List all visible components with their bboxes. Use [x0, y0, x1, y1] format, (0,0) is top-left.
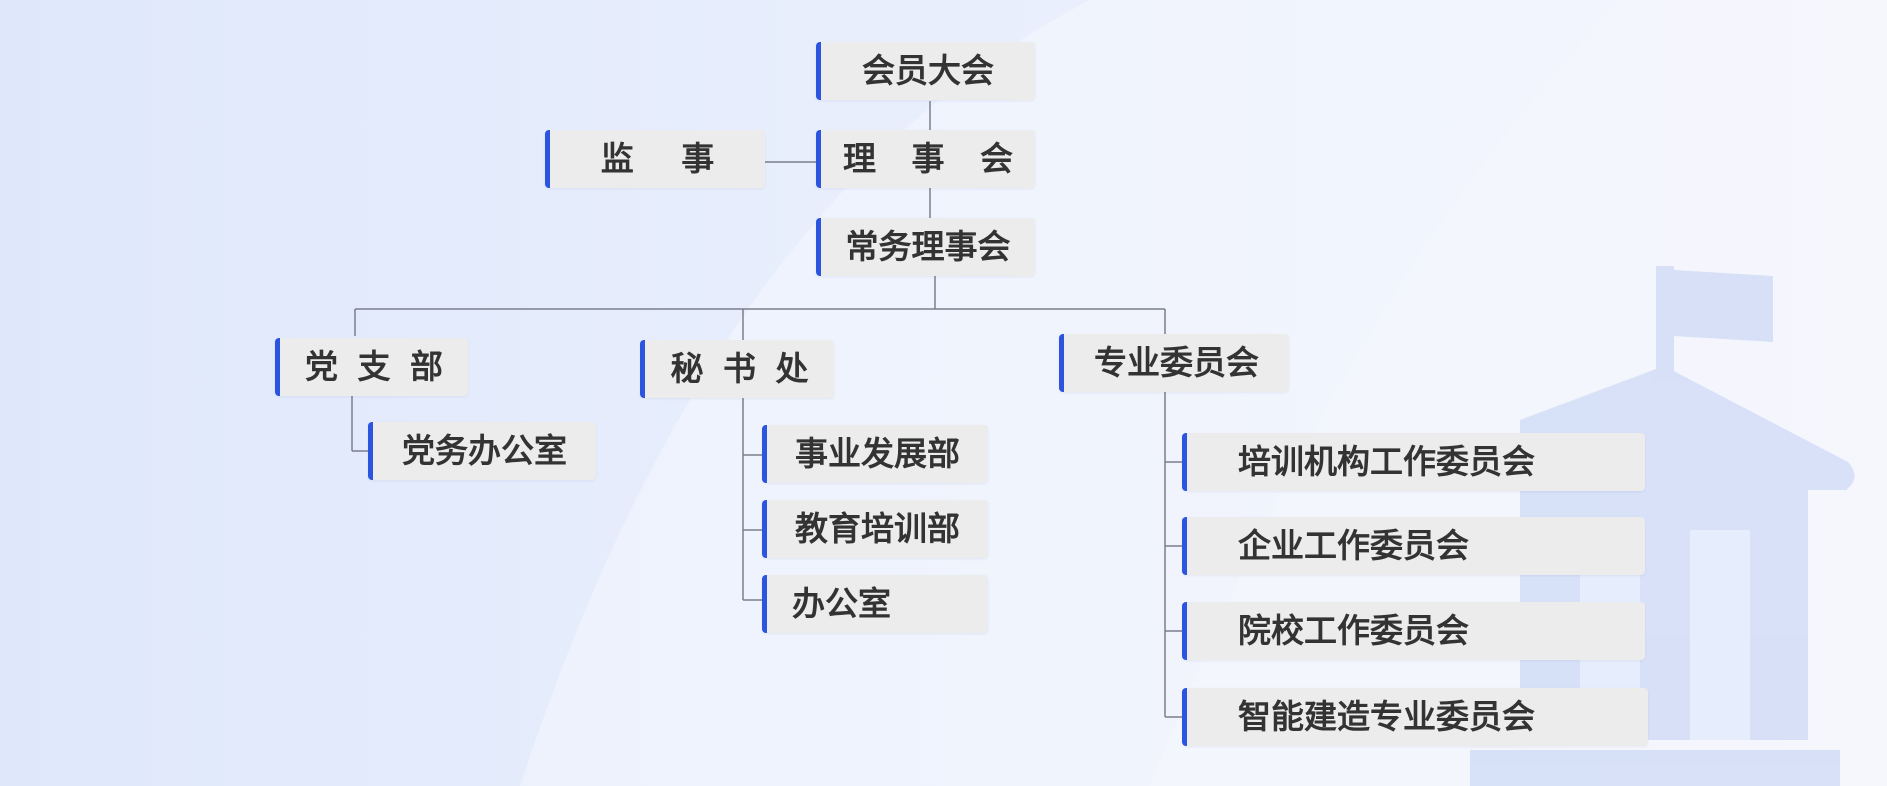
enterprise-committee-node: 企业工作委员会	[1182, 517, 1645, 575]
intelligent-construction-committee-node: 智能建造专业委员会	[1182, 688, 1648, 746]
party-branch-node: 党 支 部	[275, 338, 468, 396]
party-branch-label: 党 支 部	[305, 347, 443, 386]
council-node: 理 事 会	[816, 130, 1035, 188]
council-label: 理 事 会	[843, 139, 1013, 178]
supervisor-label: 监 事	[600, 139, 715, 178]
training-institution-committee-node: 培训机构工作委员会	[1182, 433, 1645, 491]
enterprise-committee-label: 企业工作委员会	[1238, 526, 1469, 565]
supervisor-node: 监 事	[545, 130, 765, 188]
colleges-committee-label: 院校工作委员会	[1238, 611, 1469, 650]
standing-council-node: 常务理事会	[816, 218, 1035, 276]
education-training-dept-node: 教育培训部	[762, 500, 988, 558]
training-institution-committee-label: 培训机构工作委员会	[1238, 442, 1535, 481]
party-affairs-office-label: 党务办公室	[402, 431, 567, 470]
education-training-dept-label: 教育培训部	[795, 509, 960, 548]
general-assembly-node: 会员大会	[816, 42, 1035, 100]
business-development-dept-node: 事业发展部	[762, 425, 988, 483]
party-affairs-office-node: 党务办公室	[368, 422, 596, 480]
intelligent-construction-committee-label: 智能建造专业委员会	[1238, 697, 1535, 736]
general-office-label: 办公室	[792, 584, 891, 623]
secretariat-node: 秘 书 处	[640, 340, 834, 398]
general-office-node: 办公室	[762, 575, 988, 633]
committees-label: 专业委员会	[1094, 343, 1259, 382]
general-assembly-label: 会员大会	[862, 51, 994, 90]
standing-council-label: 常务理事会	[845, 227, 1011, 266]
business-development-dept-label: 事业发展部	[795, 434, 960, 473]
secretariat-label: 秘 书 处	[670, 349, 809, 388]
committees-node: 专业委员会	[1059, 334, 1289, 392]
colleges-committee-node: 院校工作委员会	[1182, 602, 1645, 660]
